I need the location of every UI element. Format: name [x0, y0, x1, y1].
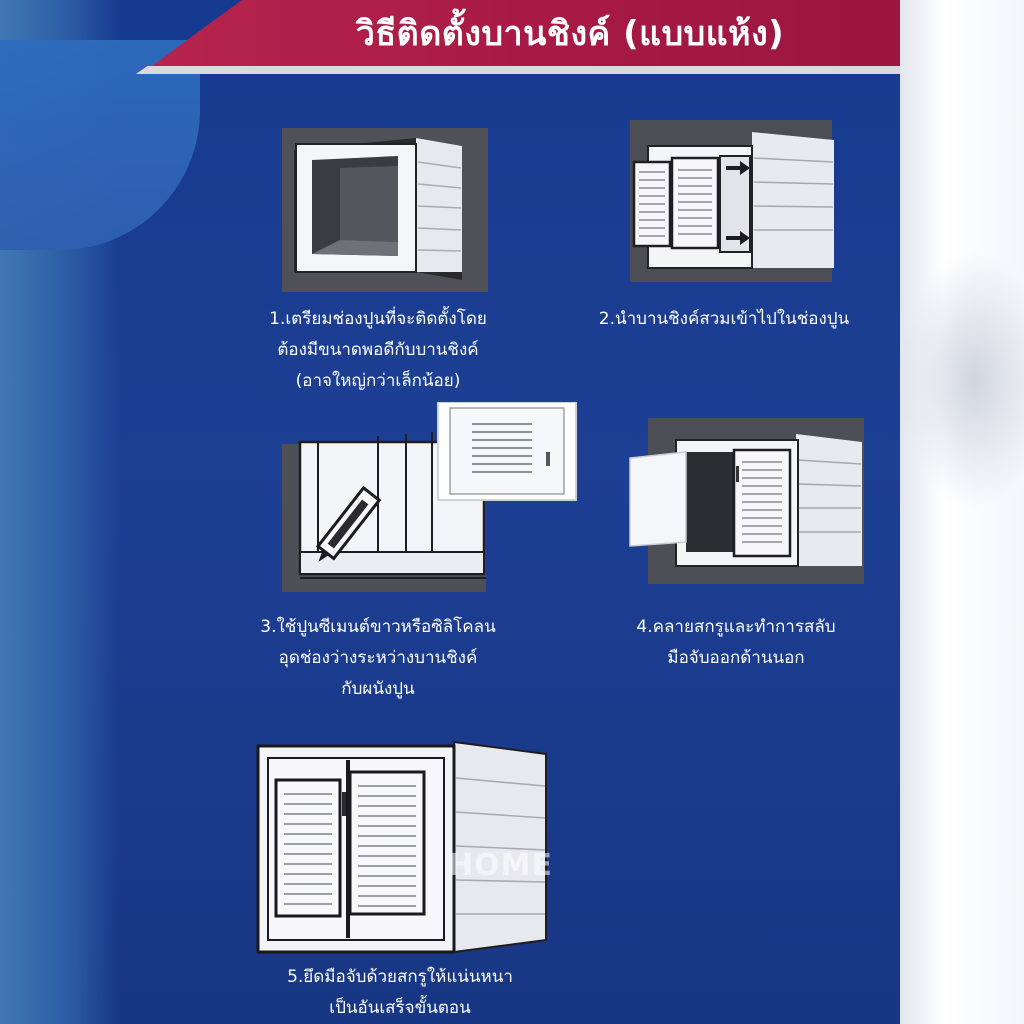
step-5-caption: 5.ยึดมือจับด้วยสกรูให้แน่นหนา เป็นอันเสร… — [248, 962, 552, 1024]
step-3-caption: 3.ใช้ปูนซีเมนต์ขาวหรือซิลิโคลน อุดช่องว่… — [226, 612, 530, 705]
step-5-line-2: เป็นอันเสร็จขั้นตอน — [329, 998, 471, 1018]
step-2-illustration — [630, 120, 834, 282]
title-banner — [152, 0, 900, 66]
step-1-caption: 1.เตรียมช่องปูนที่จะติดตั้งโดย ต้องมีขนา… — [226, 304, 530, 397]
page-title: วิธีติดตั้งบานชิงค์ (แบบแห้ง) — [355, 14, 785, 54]
step-4-line-2: มือจับออกด้านนอก — [667, 648, 805, 668]
title-banner-underline — [136, 66, 900, 74]
step-3-line-1: 3.ใช้ปูนซีเมนต์ขาวหรือซิลิโคลน — [260, 617, 496, 637]
step-4-illustration — [629, 418, 864, 584]
right-blur-strip — [900, 0, 1024, 1024]
step-2-caption: 2.นำบานชิงค์สวมเข้าไปในช่องปูน — [566, 304, 882, 335]
step-4-line-1: 4.คลายสกรูและทำการสลับ — [636, 617, 836, 637]
step-1-line-3: (อาจใหญ่กว่าเล็กน้อย) — [295, 371, 461, 391]
step-5-line-1: 5.ยึดมือจับด้วยสกรูให้แน่นหนา — [287, 967, 513, 987]
step-5-illustration — [256, 740, 547, 954]
step-2-line-1: 2.นำบานชิงค์สวมเข้าไปในช่องปูน — [598, 309, 850, 329]
right-blur-shade — [900, 250, 1024, 510]
watermark-text: HOME — [448, 848, 553, 883]
step-3-illustration — [282, 402, 577, 592]
step-1-illustration — [282, 128, 488, 292]
step-1-line-2: ต้องมีขนาดพอดีกับบานชิงค์ — [277, 340, 479, 360]
step-3-line-3: กับผนังปูน — [341, 679, 415, 699]
step-4-caption: 4.คลายสกรูและทำการสลับ มือจับออกด้านนอก — [596, 612, 876, 674]
step-3-line-2: อุดช่องว่างระหว่างบานชิงค์ — [278, 648, 478, 668]
step-1-line-1: 1.เตรียมช่องปูนที่จะติดตั้งโดย — [269, 309, 487, 329]
